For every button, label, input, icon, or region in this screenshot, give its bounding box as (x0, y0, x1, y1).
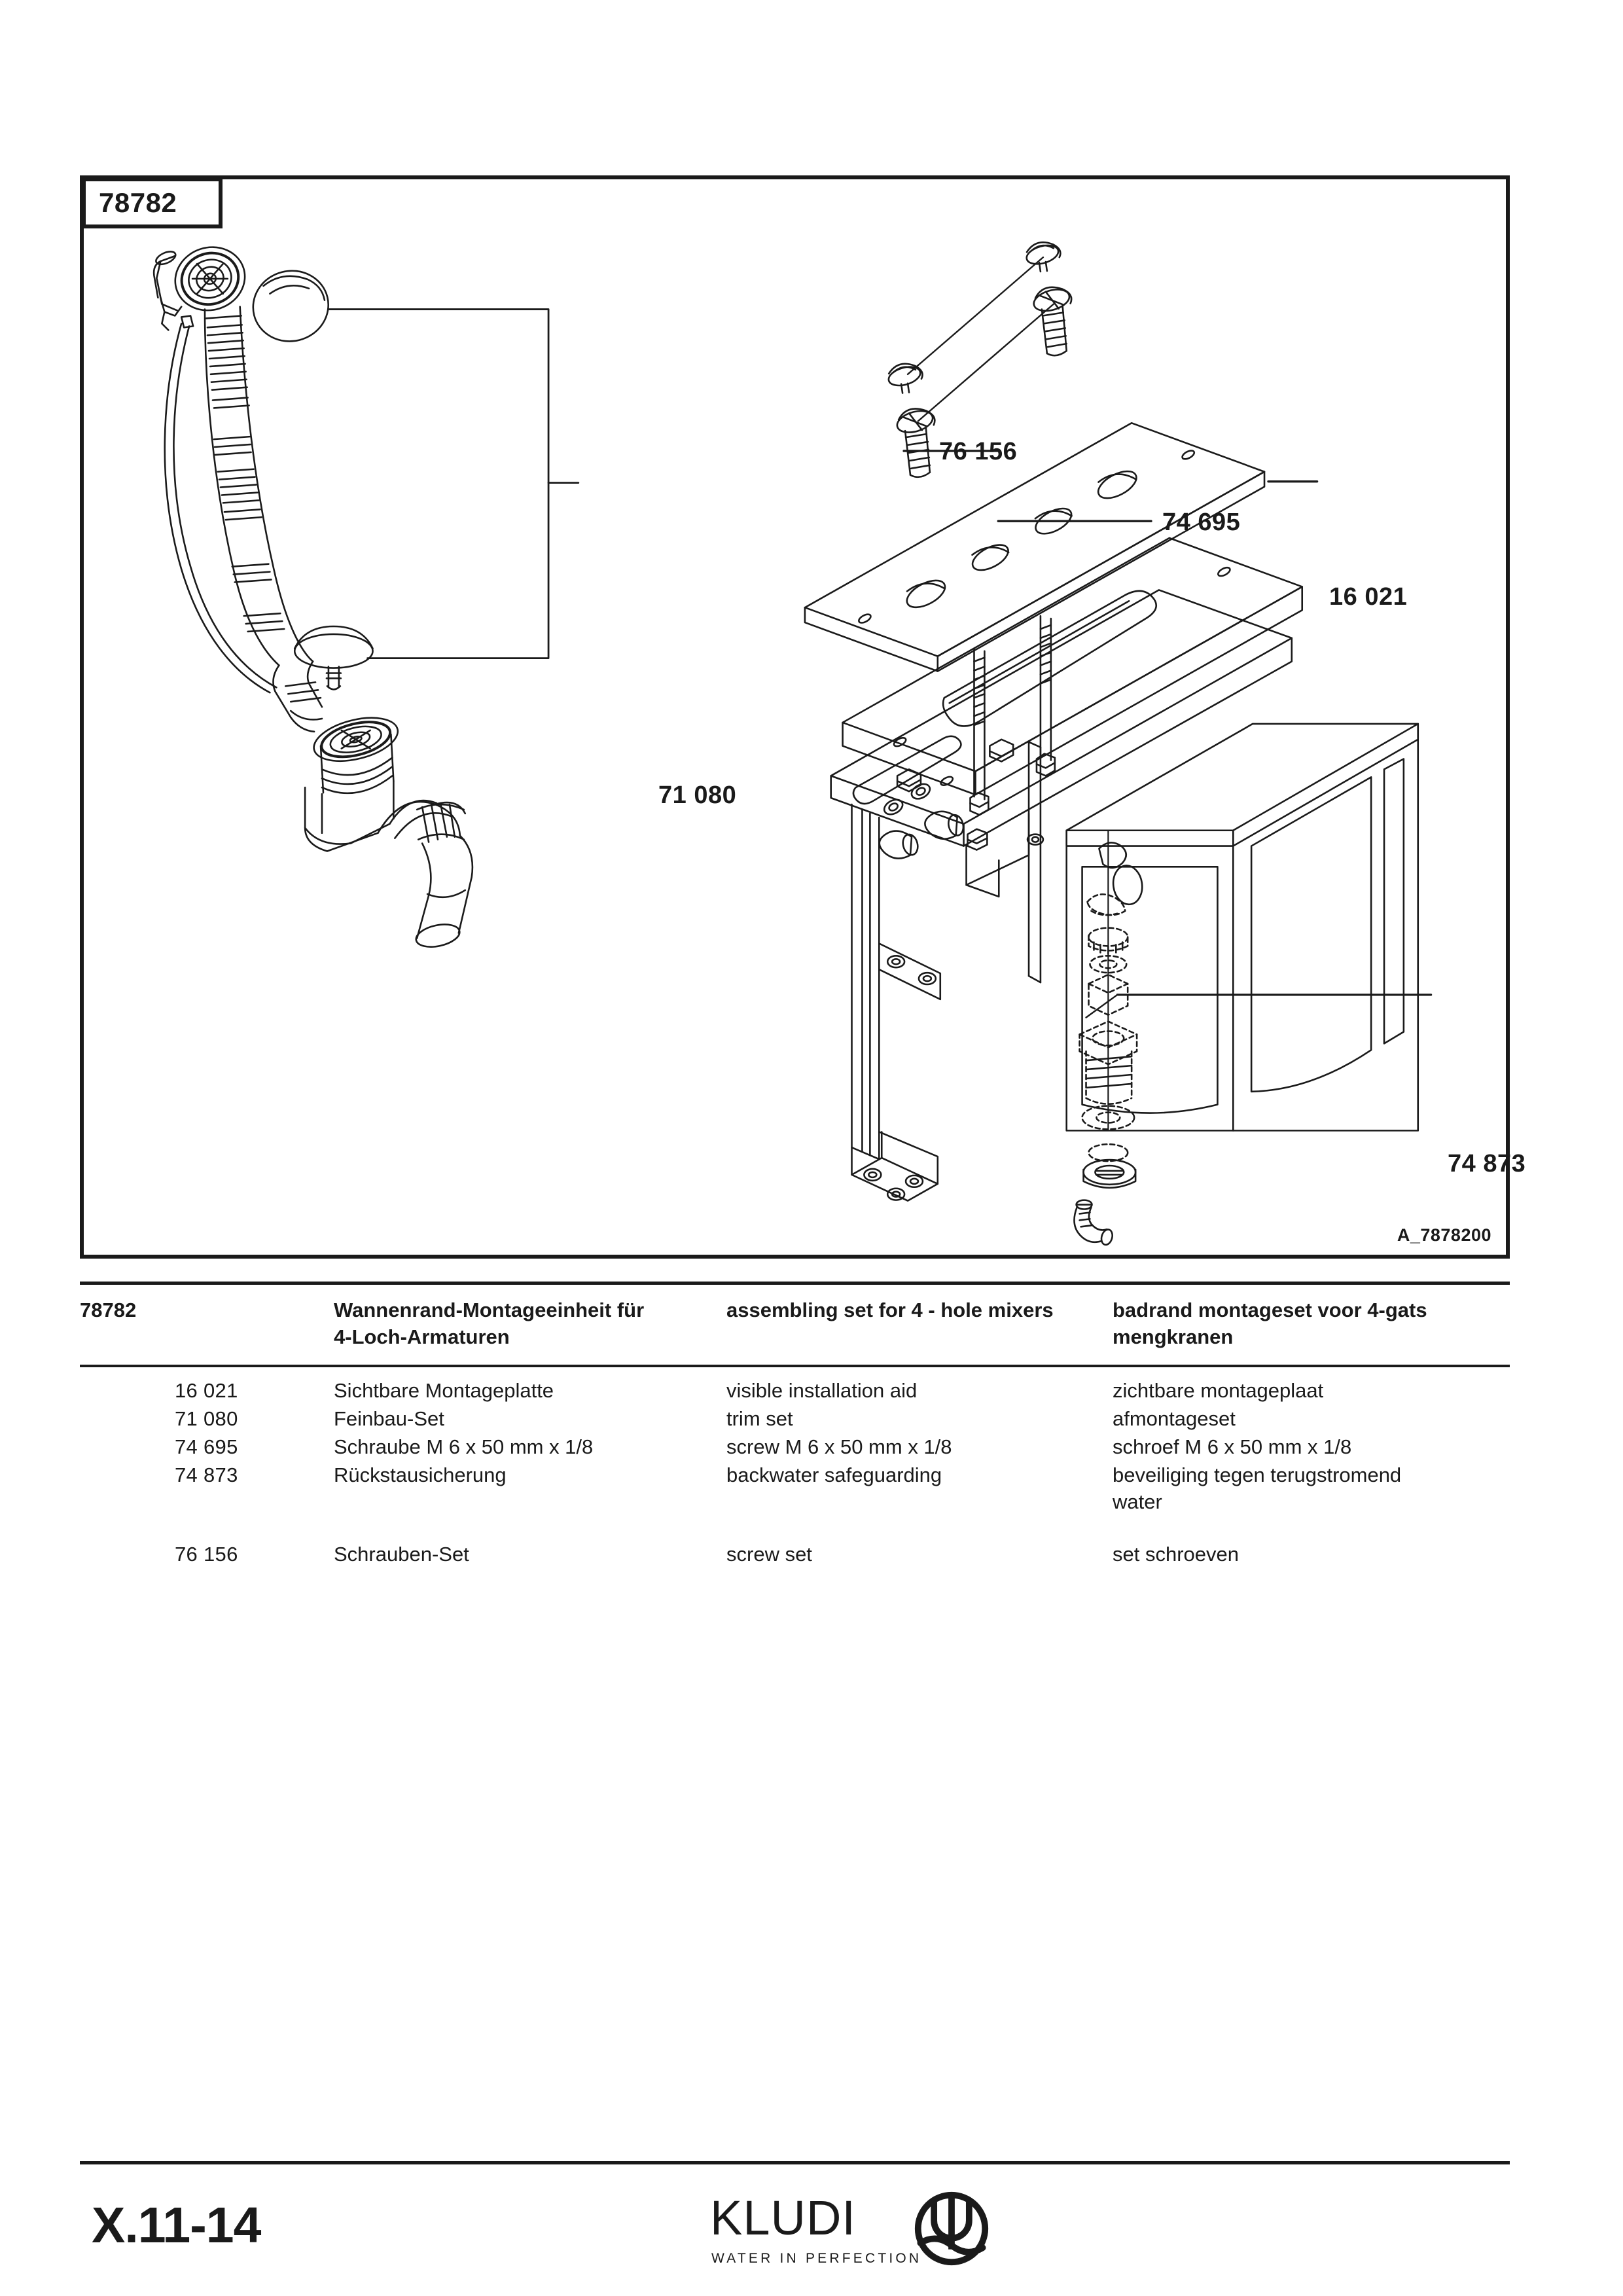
visible-mounting-plate (804, 422, 1266, 672)
callout-label-74695: 74 695 (1162, 509, 1241, 536)
overflow-cover-cap (252, 270, 330, 342)
part-description-en: visible installation aid (726, 1379, 918, 1403)
part-number: 74 873 (175, 1463, 238, 1487)
part-description-nl: schroef M 6 x 50 mm x 1/8 (1113, 1435, 1352, 1459)
header-description-de-line1: Wannenrand-Montageeinheit für (334, 1299, 645, 1321)
page-number: X.11-14 (92, 2197, 261, 2253)
overflow-hose (204, 306, 314, 666)
footer-rule (80, 2161, 1510, 2164)
header-description-nl-line1: badrand montageset voor 4-gats (1113, 1299, 1427, 1321)
part-number: 16 021 (175, 1379, 238, 1403)
brand-logo: KLUDI WATER IN PERFECTION (710, 2191, 1018, 2279)
overflow-control-head (152, 246, 246, 331)
part-description-nl-line2: water (1113, 1490, 1162, 1514)
table-top-rule (80, 1282, 1510, 1285)
part-number: 74 695 (175, 1435, 238, 1459)
callout-label-74873: 74 873 (1448, 1150, 1526, 1177)
sealing-nut (1082, 1158, 1137, 1189)
table-row: 71 080 Feinbau-Set trim set afmontageset (80, 1406, 1510, 1434)
part-description-nl: afmontageset (1113, 1407, 1236, 1431)
table-header-row: 78782 Wannenrand-Montageeinheit für 4-Lo… (80, 1285, 1510, 1365)
header-description-de-line2: 4-Loch-Armaturen (334, 1325, 510, 1349)
header-description-nl-line2: mengkranen (1113, 1325, 1234, 1349)
part-description-en: screw set (726, 1543, 812, 1566)
part-description-nl: beveiliging tegen terugstromend water (1113, 1462, 1510, 1516)
elbow-fitting (1073, 1199, 1113, 1246)
part-description-de: Sichtbare Montageplatte (334, 1379, 554, 1403)
callout-label-71080: 71 080 (658, 781, 737, 809)
drain-body (272, 660, 474, 948)
part-number: 71 080 (175, 1407, 238, 1431)
table-row: 76 156 Schrauben-Set screw set set schro… (80, 1541, 1510, 1570)
part-description-nl: set schroeven (1113, 1543, 1239, 1566)
part-description-de: Schraube M 6 x 50 mm x 1/8 (334, 1435, 594, 1459)
header-description-en: assembling set for 4 - hole mixers (726, 1299, 1054, 1321)
callout-label-16021: 16 021 (1329, 583, 1408, 611)
carrier-frame (830, 589, 1293, 1202)
screws-74695 (896, 256, 1073, 478)
bowden-cable (164, 315, 277, 694)
brand-tagline: WATER IN PERFECTION (711, 2251, 922, 2266)
parts-table-body: 16 021 Sichtbare Montageplatte visible i… (80, 1367, 1510, 1570)
table-header-rule (80, 1365, 1510, 1368)
brand-wordmark: KLUDI (710, 2191, 856, 2245)
drawing-frame: 78782 76 156 74 695 16 021 71 080 74 873… (80, 175, 1525, 1259)
part-description-en: backwater safeguarding (726, 1463, 942, 1487)
part-description-de: Schrauben-Set (334, 1543, 469, 1566)
part-description-de: Rückstausicherung (334, 1463, 507, 1487)
exploded-assembly-drawing (152, 242, 1433, 1246)
screw-set-76156 (887, 242, 1061, 394)
table-row: 74 873 Rückstausicherung backwater safeg… (80, 1462, 1510, 1516)
table-row: 74 695 Schraube M 6 x 50 mm x 1/8 screw … (80, 1434, 1510, 1462)
part-description-nl: zichtbare montageplaat (1113, 1379, 1324, 1403)
sheet-number-box: 78782 (82, 177, 223, 228)
callout-label-76156: 76 156 (939, 438, 1018, 465)
header-part-number: 78782 (80, 1299, 137, 1321)
drain-plug (293, 625, 374, 691)
header-description-nl: badrand montageset voor 4-gats mengkrane… (1113, 1297, 1510, 1350)
backwater-safeguard-stack (1079, 829, 1138, 1162)
header-description-de: Wannenrand-Montageeinheit für 4-Loch-Arm… (334, 1297, 726, 1350)
part-description-en: screw M 6 x 50 mm x 1/8 (726, 1435, 952, 1459)
parts-table: 78782 Wannenrand-Montageeinheit für 4-Lo… (80, 1282, 1510, 1570)
table-row: 16 021 Sichtbare Montageplatte visible i… (80, 1378, 1510, 1406)
leader-71080 (328, 308, 580, 660)
part-description-nl-line1: beveiliging tegen terugstromend (1113, 1463, 1402, 1487)
part-description-en: trim set (726, 1407, 793, 1431)
slotted-support-plate (842, 537, 1304, 796)
part-number: 76 156 (175, 1543, 238, 1566)
threaded-rods (967, 615, 1056, 851)
sheet-number: 78782 (99, 187, 177, 218)
drawing-reference-code: A_7878200 (1397, 1225, 1491, 1245)
part-description-de: Feinbau-Set (334, 1407, 444, 1431)
bath-trough-box (1065, 723, 1419, 1132)
kludi-trident-circle-logo-icon (914, 2191, 989, 2266)
